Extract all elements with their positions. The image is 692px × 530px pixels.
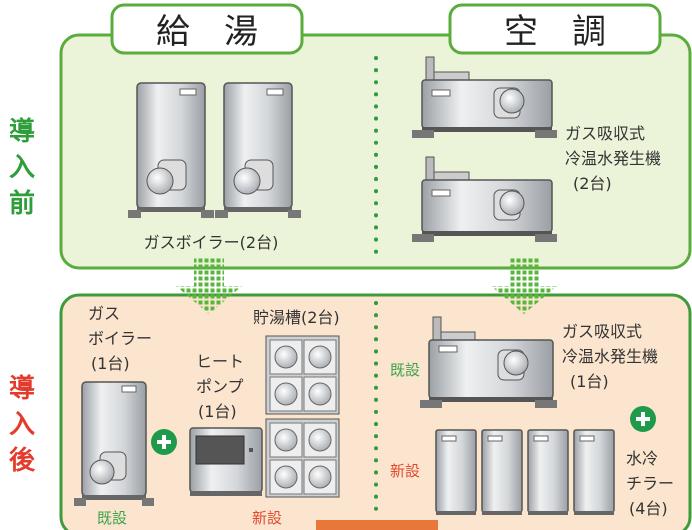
svg-text:(1台): (1台)	[198, 402, 237, 421]
existing-label: 既設	[390, 361, 420, 379]
svg-text:冷温水発生機: 冷温水発生機	[565, 149, 661, 168]
svg-text:(1台): (1台)	[91, 354, 130, 373]
new-label: 新設	[390, 462, 420, 480]
svg-text:導: 導	[9, 116, 35, 147]
svg-text:(1台): (1台)	[570, 372, 609, 391]
gas-boiler-before-1	[128, 82, 214, 218]
absorption-chiller-after	[420, 316, 557, 408]
svg-text:(4台): (4台)	[629, 499, 668, 518]
heat-pump	[189, 427, 263, 496]
water-chiller-4	[573, 429, 615, 515]
svg-text:ヒート: ヒート	[196, 352, 244, 371]
after-label: 導 入 後	[9, 373, 36, 476]
after-boiler-status: 既設	[97, 509, 127, 527]
after-boiler-caption: ガス ボイラー (1台)	[88, 304, 152, 373]
tank-caption: 貯湯槽(2台)	[253, 308, 340, 327]
gas-boiler-after	[74, 381, 154, 506]
absorption-chiller-before-2	[412, 156, 557, 242]
svg-text:ポンプ: ポンプ	[196, 377, 244, 396]
svg-text:水冷: 水冷	[626, 449, 658, 468]
svg-text:(2台): (2台)	[573, 174, 612, 193]
plus-icon-right	[630, 406, 656, 432]
svg-text:ガス吸収式: ガス吸収式	[565, 124, 645, 143]
before-chiller-caption: ガス吸収式 冷温水発生機 (2台)	[565, 124, 661, 193]
svg-text:ボイラー: ボイラー	[88, 329, 152, 348]
storage-tank-1	[265, 335, 340, 415]
water-chiller-1	[435, 429, 477, 515]
svg-text:チラー: チラー	[626, 474, 674, 493]
air-conditioning-header: 空 調	[448, 3, 662, 55]
hot-water-header: 給 湯	[110, 3, 304, 55]
water-chiller-caption: 水冷 チラー (4台)	[626, 449, 674, 518]
svg-text:入: 入	[9, 153, 35, 183]
svg-text:ガス: ガス	[88, 304, 120, 323]
storage-tank-2	[265, 418, 340, 498]
svg-text:ガス吸収式: ガス吸収式	[562, 322, 642, 341]
svg-text:前: 前	[9, 188, 35, 219]
water-chiller-2	[481, 429, 523, 515]
svg-text:後: 後	[9, 445, 36, 476]
air-conditioning-title: 空 調	[504, 12, 606, 52]
orange-tab	[316, 520, 438, 530]
new-status-left: 新設	[252, 509, 282, 527]
right-down-arrow	[491, 258, 557, 314]
svg-text:入: 入	[9, 410, 35, 440]
left-down-arrow	[176, 258, 242, 314]
before-label: 導 入 前	[9, 116, 35, 219]
svg-text:冷温水発生機: 冷温水発生機	[562, 347, 658, 366]
absorption-chiller-before-1	[412, 56, 557, 138]
heatpump-caption: ヒート ポンプ (1台)	[196, 352, 244, 421]
hot-water-title: 給 湯	[156, 12, 258, 52]
svg-text:導: 導	[9, 373, 35, 404]
water-chiller-3	[527, 429, 569, 515]
before-boiler-caption: ガスボイラー(2台)	[144, 233, 279, 252]
plus-icon-left	[151, 429, 177, 455]
gas-boiler-before-2	[215, 82, 301, 218]
after-chiller-caption: ガス吸収式 冷温水発生機 (1台)	[562, 322, 658, 391]
